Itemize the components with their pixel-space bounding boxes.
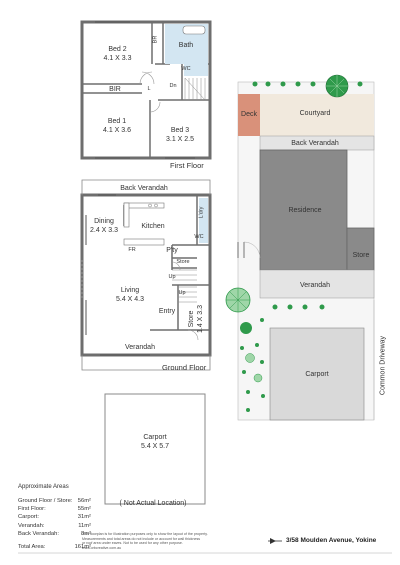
room-label-ldry: L'dry [198, 206, 205, 219]
room-label-br-closet: BR [152, 35, 159, 44]
first-floor-caption: First Floor [170, 161, 204, 170]
north-arrow-icon [268, 538, 282, 544]
area-row: Carport:31m² [18, 514, 91, 521]
site-label-deck: Deck [241, 111, 257, 118]
room-label-store: Store 1.4 X 3.3 [188, 304, 204, 334]
store-block [346, 227, 375, 271]
bathtub-icon [182, 25, 206, 35]
laundry-floor [199, 198, 208, 243]
room-label-verandah: Verandah [125, 344, 155, 351]
not-actual-location-note: ( Not Actual Location) [119, 500, 187, 507]
room-label-fr: FR [128, 247, 136, 253]
room-label-bed3: Bed 3 3.1 X 2.5 [165, 127, 195, 143]
stair-label-up-2: Up [178, 290, 186, 296]
carport-label: Carport 5.4 X 5.7 [140, 434, 170, 450]
room-label-bed1: Bed 1 4.1 X 3.6 [102, 118, 132, 134]
site-label-verandah: Verandah [300, 282, 330, 289]
room-label-back-verandah: Back Verandah [120, 185, 168, 192]
site-label-back-verandah: Back Verandah [291, 140, 339, 147]
room-label-bed2: Bed 2 4.1 X 3.3 [103, 46, 132, 62]
kitchen-bench [123, 202, 165, 209]
room-label-wc-ground: WC [194, 234, 204, 240]
areas-title: Approximate Areas [18, 484, 69, 490]
approximate-areas: Approximate Areas Ground Floor / Store:5… [18, 484, 258, 552]
verandah-area [259, 269, 375, 299]
area-row: First Floor:55m² [18, 506, 91, 513]
ground-floor-caption: Ground Floor [162, 363, 207, 372]
residence-block [259, 149, 348, 271]
area-row: Back Verandah:8m² [18, 530, 91, 537]
deck-area [238, 94, 260, 136]
room-label-living: Living 5.4 X 4.3 [115, 287, 145, 303]
room-label-bath: Bath [178, 42, 194, 49]
carport-area [269, 327, 365, 421]
tree-icons [225, 74, 363, 412]
room-label-entry: Entry [158, 308, 176, 315]
site-label-residence: Residence [288, 207, 322, 214]
room-label-pty: P'ty [166, 247, 178, 254]
room-label-kitchen: Kitchen [141, 223, 165, 230]
room-label-l-closet: L [147, 86, 151, 92]
wc-ground-floor [199, 226, 208, 243]
area-total-row: Total Area:161m² [18, 543, 91, 550]
courtyard-area [238, 94, 374, 136]
stair-label-up-1: Up [168, 274, 176, 280]
wc-floor [184, 64, 208, 76]
room-label-store-small: Store [176, 259, 190, 265]
room-label-dining: Dining 2.4 X 3.3 [89, 218, 119, 234]
site-label-carport: Carport [305, 371, 329, 378]
site-label-courtyard: Courtyard [299, 110, 331, 117]
stair-icon [172, 269, 197, 303]
room-label-bir: BIR [109, 86, 121, 93]
carport-outline [104, 393, 206, 505]
property-address: 3/58 Moulden Avenue, Yokine [286, 537, 377, 544]
area-row: Verandah:11m² [18, 522, 91, 529]
disclaimer-text: This floorplan is for illustration purpo… [82, 532, 208, 550]
site-label-common-driveway: Common Driveway [379, 335, 387, 396]
stair-icon [184, 77, 206, 101]
area-row: Ground Floor / Store:56m² [18, 498, 91, 504]
stair-label-dn: Dn [169, 83, 177, 89]
site-label-store: Store [352, 252, 370, 259]
room-label-wc: WC [181, 66, 191, 72]
